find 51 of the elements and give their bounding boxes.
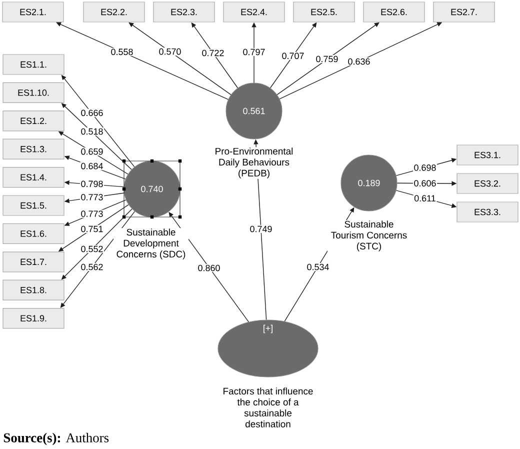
indicator-box: ES1.8. bbox=[2, 280, 64, 300]
indicator-box: ES2.1. bbox=[2, 2, 64, 22]
construct-label: Factors that influence the choice of a sustainable destination bbox=[220, 387, 316, 428]
edge-label: 0.636 bbox=[346, 58, 372, 66]
edge-label: 0.773 bbox=[80, 193, 104, 202]
indicator-box: ES2.3. bbox=[153, 2, 215, 22]
indicator-box: ES1.10. bbox=[2, 82, 64, 103]
indicator-box: ES1.7. bbox=[2, 252, 64, 272]
edge-label: 0.606 bbox=[412, 179, 438, 188]
source-note: Source(s): Authors bbox=[4, 432, 109, 446]
edge-label: 0.707 bbox=[280, 52, 306, 60]
edge-label: 0.751 bbox=[80, 225, 104, 233]
edge-label: 0.552 bbox=[80, 245, 104, 253]
indicator-box: ES1.3. bbox=[2, 138, 64, 160]
edge-label: 0.558 bbox=[110, 48, 134, 56]
edge-label: 0.773 bbox=[80, 210, 104, 218]
indicator-box: ES3.1. bbox=[456, 144, 518, 166]
edge-label: 0.722 bbox=[200, 49, 226, 57]
edge-label: 0.684 bbox=[80, 162, 104, 170]
edge-label: 0.659 bbox=[80, 148, 104, 156]
construct-label: Pro-Environmental Daily Behaviours (PEDB) bbox=[208, 147, 300, 179]
indicator-box: ES2.6. bbox=[363, 2, 425, 22]
indicator-box: ES2.5. bbox=[293, 2, 355, 22]
indicator-box: ES3.3. bbox=[456, 202, 518, 222]
indicator-box: ES1.2. bbox=[2, 110, 64, 132]
indicator-box: ES1.5. bbox=[2, 195, 64, 216]
indicator-box: ES3.2. bbox=[456, 173, 518, 194]
arrow bbox=[56, 22, 229, 100]
edge-label: 0.860 bbox=[196, 264, 222, 272]
edge-label: 0.666 bbox=[80, 108, 104, 117]
indicator-box: ES1.1. bbox=[2, 54, 64, 75]
edge-label: 0.570 bbox=[158, 48, 182, 56]
edge-label: 0.518 bbox=[80, 128, 104, 136]
indicator-box: ES2.4. bbox=[223, 2, 285, 22]
indicator-box: ES2.2. bbox=[83, 2, 145, 22]
edge-label: 0.534 bbox=[306, 263, 330, 271]
arrow bbox=[276, 22, 380, 95]
edge-label: 0.797 bbox=[242, 48, 266, 56]
arrow bbox=[128, 22, 232, 95]
indicator-box: ES1.4. bbox=[2, 167, 64, 188]
edge-label: 0.749 bbox=[248, 225, 274, 233]
edge-label: 0.798 bbox=[80, 180, 104, 188]
indicator-box: ES1.9. bbox=[2, 308, 64, 329]
edge-label: 0.611 bbox=[413, 194, 437, 202]
construct-label: Sustainable Tourism Concerns (STC) bbox=[328, 220, 410, 252]
edge-label: 0.698 bbox=[412, 164, 438, 172]
construct-label: Sustainable Development Concerns (SDC) bbox=[114, 228, 188, 260]
indicator-box: ES2.7. bbox=[433, 2, 495, 22]
edge-label: 0.562 bbox=[80, 263, 104, 271]
indicator-box: ES1.6. bbox=[2, 223, 64, 244]
edge-label: 0.759 bbox=[314, 55, 340, 63]
